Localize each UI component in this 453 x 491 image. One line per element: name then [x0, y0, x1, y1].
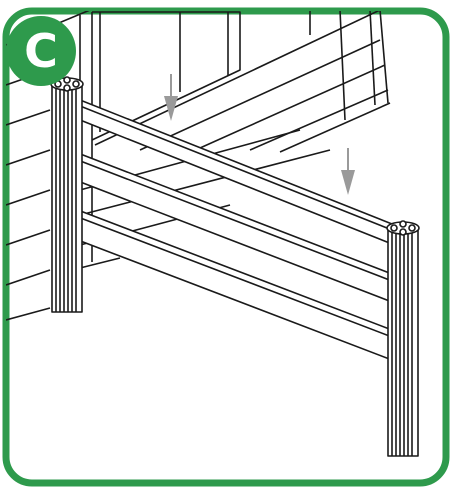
window — [91, 11, 241, 141]
fence-post-right — [386, 220, 420, 457]
fence-post-left — [50, 76, 84, 313]
step-badge: C — [6, 16, 76, 86]
down-arrow-icon — [164, 74, 178, 121]
frame-border — [2, 7, 450, 487]
down-arrow-icon — [341, 148, 355, 195]
step-letter: C — [24, 24, 58, 78]
